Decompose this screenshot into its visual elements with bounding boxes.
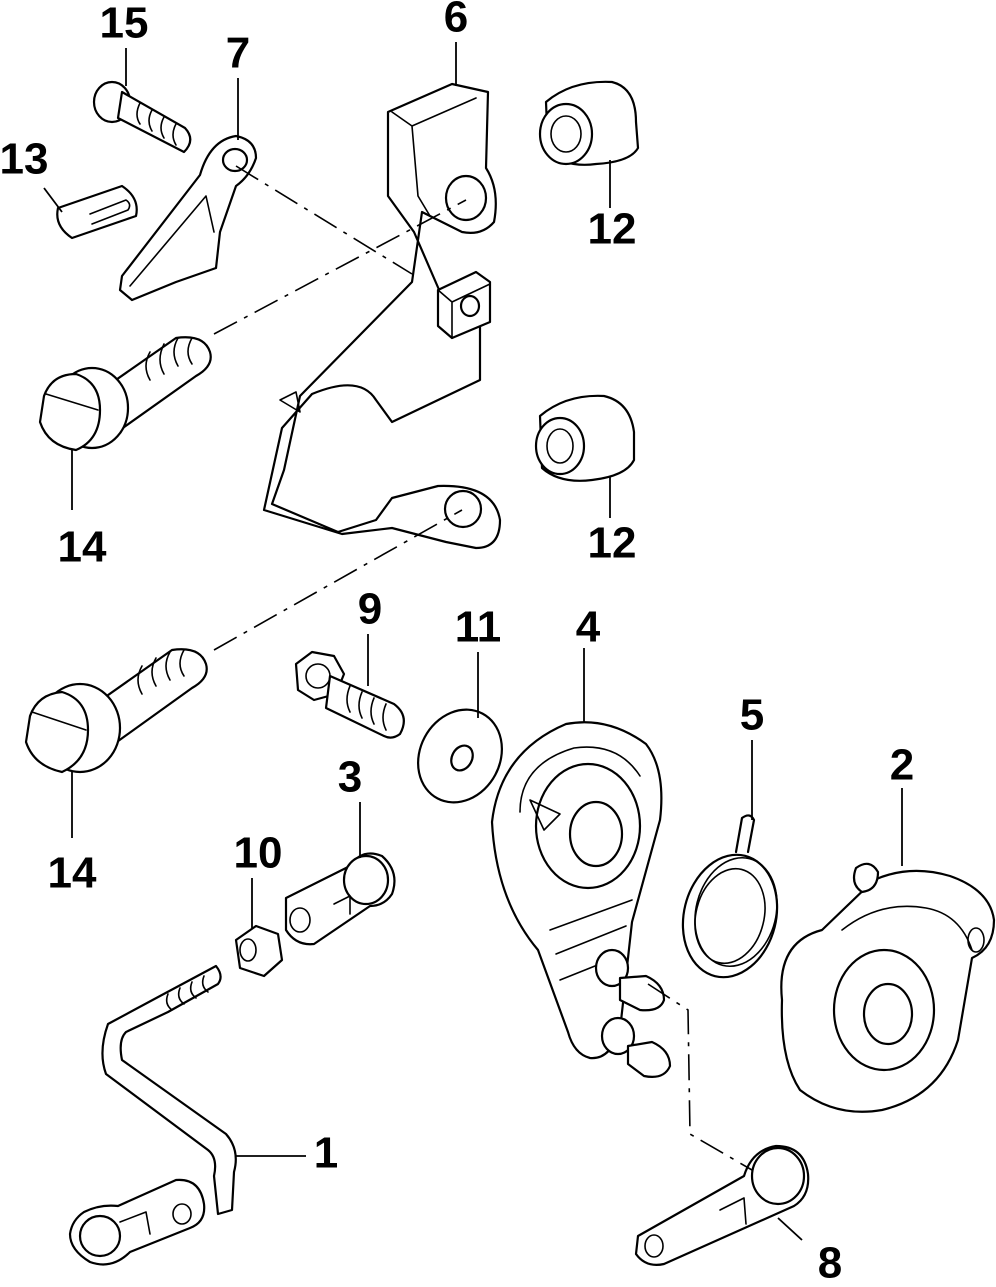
part-11-washer: [417, 708, 503, 804]
part-3-rod-end: [284, 852, 396, 946]
callout-11: 11: [455, 603, 502, 652]
part-12-bushing-upper: [538, 80, 640, 166]
callout-2: 2: [890, 741, 914, 790]
callout-3: 3: [338, 753, 362, 802]
leader-lines: [43, 42, 903, 1241]
callout-8: 8: [818, 1239, 842, 1287]
part-8-rod-end: [634, 1144, 810, 1266]
callout-15: 15: [100, 0, 149, 48]
part-13-clip: [56, 184, 138, 240]
callout-9: 9: [358, 585, 382, 634]
part-14-bolt-lower: [24, 648, 208, 774]
callout-5: 5: [740, 691, 764, 740]
callout-14-lower: 14: [48, 849, 97, 898]
part-15-bolt: [92, 80, 192, 154]
part-1-rod: [68, 964, 237, 1266]
callout-10: 10: [234, 829, 283, 878]
part-4-lever: [490, 721, 672, 1078]
callout-4: 4: [576, 603, 601, 652]
callout-13: 13: [0, 135, 48, 184]
part-9-flange-bolt: [294, 650, 405, 739]
callout-12-upper: 12: [588, 205, 637, 254]
callout-6: 6: [444, 0, 468, 42]
part-7-plate: [118, 134, 258, 302]
part-14-bolt-upper: [38, 336, 212, 452]
part-12-bushing-lower: [534, 394, 636, 482]
part-2-cover: [780, 862, 996, 1113]
part-6-bracket: [262, 82, 502, 550]
callout-7: 7: [226, 29, 250, 78]
callout-1: 1: [314, 1129, 338, 1178]
centerlines: [213, 165, 753, 1171]
part-10-nut: [234, 924, 284, 978]
callout-labels: 1 2 3 4 5 6 7 8 9 10 11 12 12 13 14 14 1…: [0, 0, 914, 1287]
callout-14-upper: 14: [58, 523, 107, 572]
part-5-spring: [681, 814, 779, 979]
callout-12-lower: 12: [588, 519, 637, 568]
